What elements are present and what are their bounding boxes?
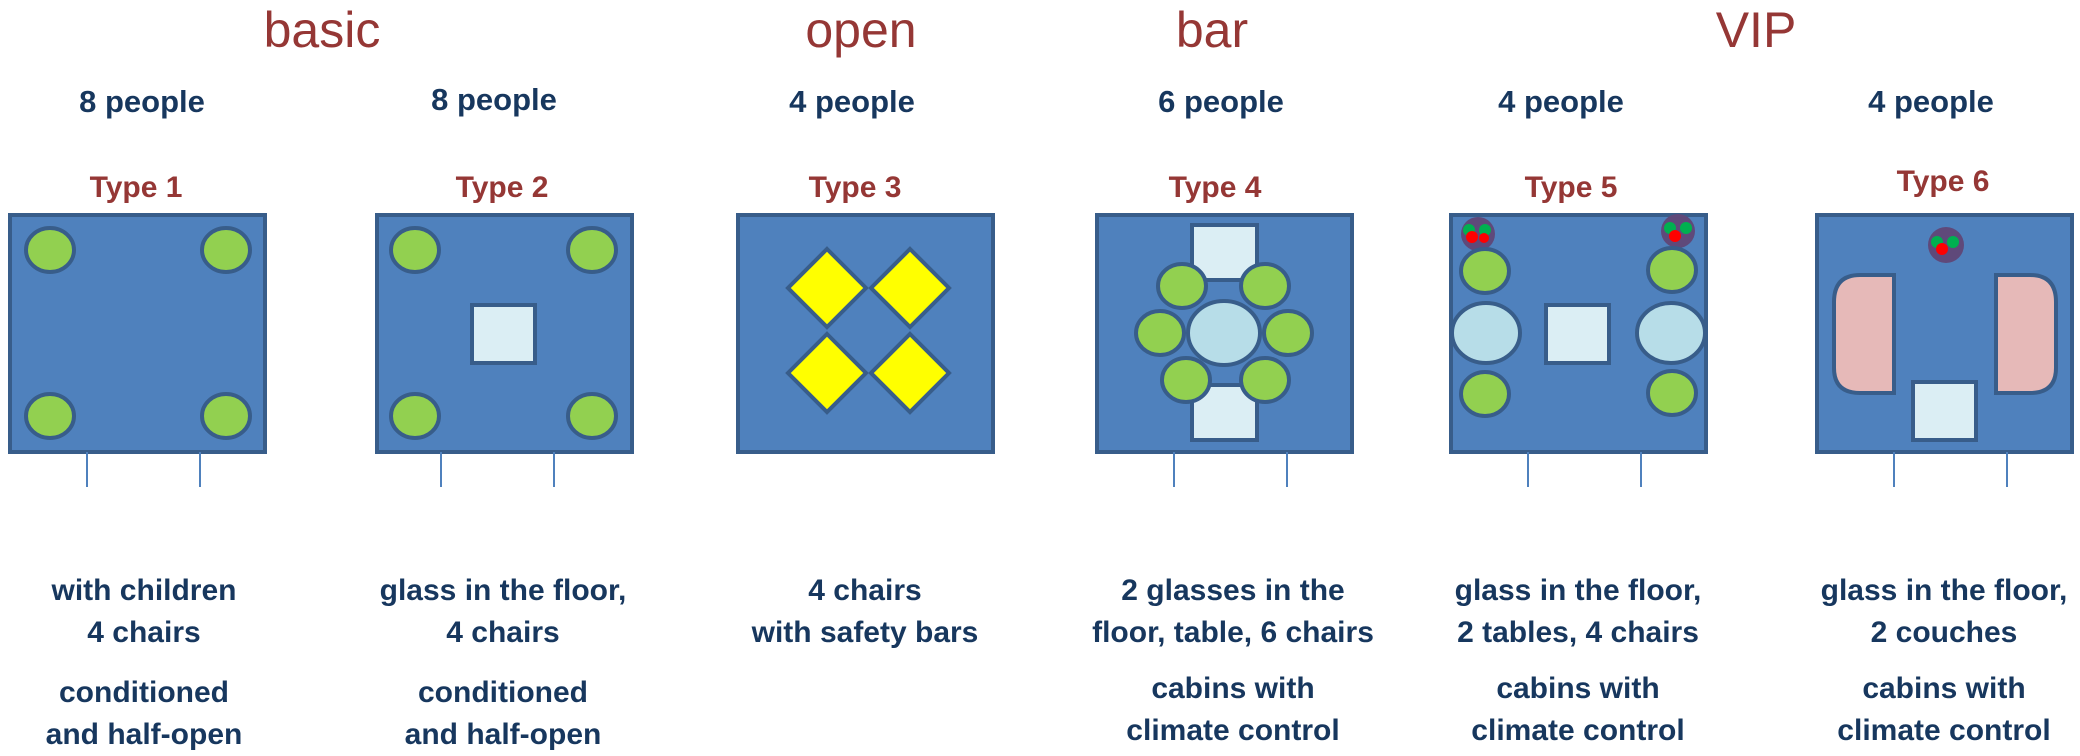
people-count-type-6: 4 people	[1868, 84, 1994, 119]
desc-line: 2 tables, 4 chairs	[1457, 616, 1699, 649]
chair	[1459, 370, 1511, 418]
description-type-3: 4 chairs with safety bars	[705, 570, 1025, 654]
category-open: open	[805, 2, 917, 58]
floor-glass	[1911, 380, 1978, 442]
chair	[1459, 247, 1511, 295]
desc-line: 4 chairs	[808, 574, 922, 607]
climate-line: cabins with	[1862, 672, 2026, 705]
desc-line: glass in the floor,	[1454, 574, 1702, 607]
climate-line: climate control	[1471, 714, 1685, 747]
chair	[1156, 262, 1208, 310]
climate-line: cabins with	[1151, 672, 1315, 705]
desc-line: glass in the floor,	[1820, 574, 2068, 607]
table	[1635, 301, 1707, 365]
desc-line: 4 chairs	[446, 616, 560, 649]
category-vip: VIP	[1715, 2, 1797, 58]
people-count-type-4: 6 people	[1158, 84, 1284, 119]
desc-line: floor, table, 6 chairs	[1092, 616, 1374, 649]
chair	[24, 226, 76, 274]
chair	[389, 226, 441, 274]
chair	[200, 392, 252, 440]
cabin-type-6	[1815, 213, 2074, 487]
cabin-type-4	[1095, 213, 1354, 487]
people-count-type-5: 4 people	[1498, 84, 1624, 119]
chair	[566, 392, 618, 440]
flower-icon	[1661, 214, 1695, 248]
table	[1450, 301, 1522, 365]
chair	[566, 226, 618, 274]
description-type-4: 2 glasses in the floor, table, 6 chairs	[1073, 570, 1393, 654]
desc-line: with children	[51, 574, 237, 607]
type-label-5: Type 5	[1524, 171, 1618, 204]
category-bar: bar	[1175, 2, 1249, 58]
chair	[1646, 246, 1698, 294]
climate-line: climate control	[1126, 714, 1340, 747]
table	[1186, 299, 1262, 367]
type-label-2: Type 2	[455, 171, 549, 204]
climate-line: cabins with	[1496, 672, 1660, 705]
cabin-type-2	[375, 213, 634, 487]
chair	[389, 392, 441, 440]
climate-type-4: cabins with climate control	[1073, 668, 1393, 752]
cabin-type-1	[8, 213, 267, 487]
climate-line: conditioned	[59, 676, 229, 709]
safety-bar-chair	[785, 246, 869, 330]
safety-bar-chair	[785, 331, 869, 415]
chair	[24, 392, 76, 440]
chair	[1239, 356, 1291, 404]
chair	[200, 226, 252, 274]
people-count-type-2: 8 people	[431, 82, 557, 117]
type-label-4: Type 4	[1168, 171, 1262, 204]
desc-line: 2 glasses in the	[1121, 574, 1345, 607]
type-label-3: Type 3	[808, 171, 902, 204]
desc-line: glass in the floor,	[379, 574, 627, 607]
safety-bar-chair	[868, 331, 952, 415]
climate-line: and half-open	[404, 718, 602, 751]
chair	[1160, 356, 1212, 404]
climate-line: conditioned	[418, 676, 588, 709]
type-label-6: Type 6	[1896, 165, 1990, 198]
climate-type-6: cabins with climate control	[1784, 668, 2080, 752]
description-type-6: glass in the floor, 2 couches	[1784, 570, 2080, 654]
chair	[1262, 309, 1314, 357]
desc-line: 2 couches	[1870, 616, 2018, 649]
climate-line: climate control	[1837, 714, 2051, 747]
climate-line: and half-open	[45, 718, 243, 751]
couch	[1832, 273, 1896, 395]
climate-type-5: cabins with climate control	[1418, 668, 1738, 752]
cabin-diagrams	[8, 213, 2074, 487]
chair	[1239, 262, 1291, 310]
description-type-1: with children 4 chairs	[0, 570, 304, 654]
safety-bar-chair	[868, 246, 952, 330]
people-count-type-1: 8 people	[79, 84, 205, 119]
description-type-2: glass in the floor, 4 chairs	[343, 570, 663, 654]
climate-type-2: conditioned and half-open	[343, 672, 663, 756]
flower-icon	[1461, 217, 1495, 251]
couch	[1994, 273, 2058, 395]
cabin-body	[736, 213, 995, 454]
description-type-5: glass in the floor, 2 tables, 4 chairs	[1418, 570, 1738, 654]
floor-glass	[1544, 303, 1611, 365]
desc-line: with safety bars	[751, 616, 979, 649]
type-label-1: Type 1	[89, 171, 183, 204]
cabin-type-3	[736, 213, 995, 454]
desc-line: 4 chairs	[87, 616, 201, 649]
chair	[1134, 309, 1186, 357]
climate-type-1: conditioned and half-open	[0, 672, 304, 756]
flower-icon	[1928, 227, 1964, 263]
floor-glass	[470, 303, 537, 365]
people-count-type-3: 4 people	[789, 84, 915, 119]
cabin-type-5	[1449, 213, 1708, 487]
chair	[1646, 369, 1698, 417]
category-basic: basic	[263, 2, 381, 58]
